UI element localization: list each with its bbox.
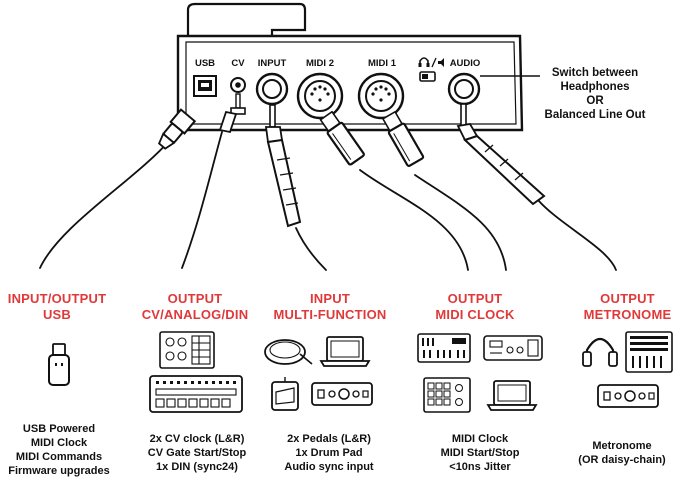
cv-plug (218, 93, 246, 134)
heading-line: INPUT (310, 291, 350, 306)
desc-line: MIDI Clock (30, 437, 88, 449)
switch-note: Switch between Headphones OR Balanced Li… (520, 66, 670, 122)
heading-line: CV/ANALOG/DIN (141, 307, 249, 322)
midi1-plug (381, 110, 425, 167)
device-bracket (186, 2, 307, 44)
section-heading-usb: INPUT/OUTPUT USB (0, 291, 114, 323)
section-desc-metronome: Metronome (OR daisy-chain) (565, 439, 679, 467)
midi1-cable (414, 174, 507, 271)
heading-line: OUTPUT (167, 291, 223, 306)
mixer-icon (625, 331, 673, 373)
audio-interface-icon (597, 384, 659, 408)
usb-cable (39, 139, 171, 269)
switch-note-line: Headphones (560, 81, 630, 93)
headphones-speaker-icon (418, 57, 444, 68)
desc-line: MIDI Clock (451, 433, 509, 445)
desc-line: (OR daisy-chain) (578, 454, 666, 466)
input-plug (264, 104, 302, 228)
headphones-icon (582, 337, 618, 367)
usb-port[interactable] (193, 75, 217, 97)
desc-line: Audio sync input (284, 461, 374, 473)
port-label-usb: USB (195, 58, 215, 69)
usb-plug (157, 108, 197, 150)
desc-line: 1x DIN (sync24) (156, 461, 238, 473)
switch-note-line: Switch between (551, 67, 639, 79)
drum-pad-icon (264, 339, 313, 365)
cv-port[interactable] (230, 77, 246, 93)
port-label-cv: CV (231, 58, 245, 69)
heading-line: INPUT/OUTPUT (7, 291, 107, 306)
output-switch[interactable] (419, 71, 436, 82)
heading-line: OUTPUT (447, 291, 503, 306)
audio-interface-icon (311, 382, 373, 406)
sequencer-icon (483, 335, 543, 361)
desc-line: MIDI Start/Stop (440, 447, 520, 459)
midi1-port[interactable] (357, 72, 405, 120)
desc-line: 2x CV clock (L&R) (149, 433, 245, 445)
midi2-port[interactable] (296, 72, 344, 120)
heading-line: METRONOME (583, 307, 672, 322)
heading-line: MIDI CLOCK (435, 307, 515, 322)
desc-line: CV Gate Start/Stop (147, 447, 247, 459)
usb-stick-icon (48, 343, 70, 386)
heading-line: USB (42, 307, 72, 322)
section-heading-midi: OUTPUT MIDI CLOCK (420, 291, 530, 323)
cv-cable (181, 131, 223, 269)
desc-line: 2x Pedals (L&R) (287, 433, 371, 445)
section-heading-cv: OUTPUT CV/ANALOG/DIN (135, 291, 255, 323)
section-heading-metronome: OUTPUT METRONOME (575, 291, 680, 323)
section-desc-usb: USB Powered MIDI Clock MIDI Commands Fir… (0, 422, 118, 478)
desc-line: <10ns Jitter (449, 461, 511, 473)
desc-line: USB Powered (22, 423, 96, 435)
audio-cable (537, 199, 617, 271)
desc-line: 1x Drum Pad (295, 447, 363, 459)
audio-jack[interactable] (447, 72, 481, 106)
audio-plug (456, 103, 546, 206)
section-desc-input: 2x Pedals (L&R) 1x Drum Pad Audio sync i… (265, 432, 393, 474)
section-desc-cv: 2x CV clock (L&R) CV Gate Start/Stop 1x … (130, 432, 264, 474)
section-desc-midi: MIDI Clock MIDI Start/Stop <10ns Jitter (424, 432, 536, 474)
port-label-input: INPUT (258, 58, 287, 69)
heading-line: MULTI-FUNCTION (273, 307, 387, 322)
foot-pedal-icon (271, 377, 299, 411)
desc-line: MIDI Commands (15, 451, 103, 463)
port-label-audio: AUDIO (450, 58, 481, 69)
desc-line: Firmware upgrades (8, 465, 110, 477)
port-label-midi1: MIDI 1 (368, 58, 397, 69)
switch-note-line: Balanced Line Out (544, 109, 646, 121)
pad-controller-icon (423, 377, 471, 413)
desc-line: Metronome (592, 440, 652, 452)
switch-note-line: OR (586, 95, 604, 107)
midi2-plug (319, 110, 365, 166)
keyboard-synth-icon (417, 333, 471, 363)
section-heading-input: INPUT MULTI-FUNCTION (265, 291, 395, 323)
heading-line: OUTPUT (600, 291, 655, 306)
input-jack[interactable] (255, 72, 289, 106)
port-label-midi2: MIDI 2 (306, 58, 334, 69)
midi2-cable (359, 169, 469, 271)
drum-machine-icon (149, 375, 243, 413)
laptop-icon (320, 336, 370, 367)
laptop-icon (487, 380, 537, 411)
input-cable (295, 227, 327, 271)
eurorack-module-icon (159, 331, 215, 369)
